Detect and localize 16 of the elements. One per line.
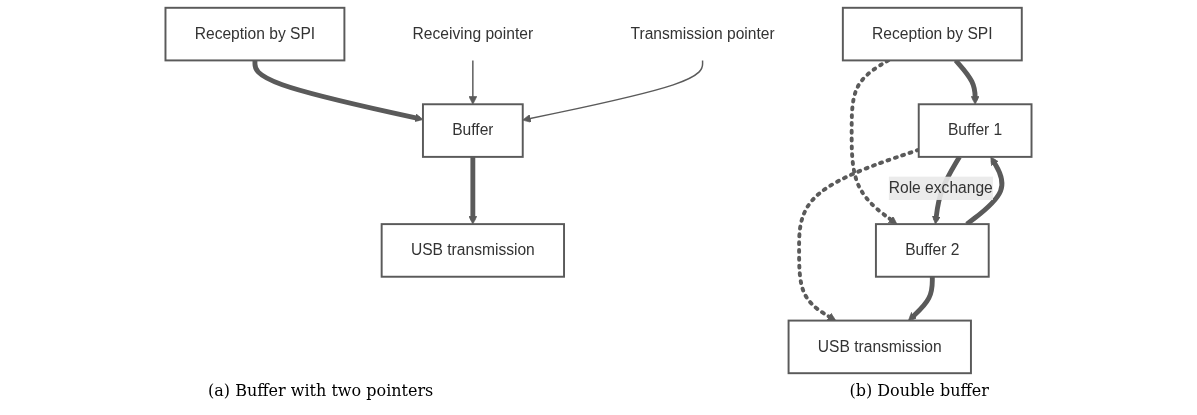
caption-text: (a) Buffer with two pointers (208, 381, 434, 402)
node-box: Buffer 2 (874, 223, 990, 278)
node-text: Receiving pointer (412, 25, 534, 42)
edge-label: Role exchange (888, 179, 993, 197)
caption-text: (b) Double buffer (849, 381, 989, 402)
node-box: Reception by SPI (164, 6, 346, 62)
node-text: Transmission pointer (630, 25, 775, 42)
node-box: Reception by SPI (841, 6, 1023, 62)
node-box: Buffer 1 (917, 103, 1033, 158)
node-box: USB transmission (787, 319, 972, 375)
arrow (908, 276, 935, 321)
arrow (522, 59, 704, 123)
arrow (468, 59, 478, 105)
node-box: USB transmission (380, 223, 565, 278)
arrow (468, 156, 478, 225)
node-box: Buffer (421, 103, 524, 158)
